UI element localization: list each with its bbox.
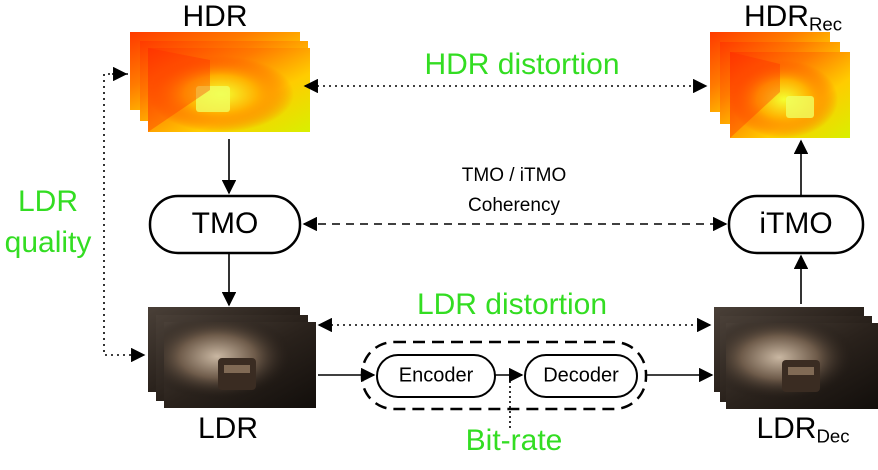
tmo-box	[148, 194, 302, 255]
itmo-label: iTMO	[759, 207, 833, 240]
decoder-box	[524, 354, 638, 398]
itmo-box	[727, 194, 865, 255]
hdr-distortion-label: HDR distortion	[424, 48, 620, 81]
hdr-reconstructed-image-stack	[710, 32, 850, 138]
decoder-label: Decoder	[543, 364, 619, 387]
ldr-input-label: LDR	[197, 412, 259, 445]
hdr-input-label: HDR	[182, 0, 248, 33]
coherency-label-line1: TMO / iTMO	[461, 165, 567, 186]
hdr-input-image-stack	[130, 32, 310, 132]
ldr-decoded-image-stack	[714, 307, 878, 409]
ldr-quality-link	[103, 73, 146, 363]
encoder-label: Encoder	[398, 364, 474, 387]
coherency-label-line2: Coherency	[468, 195, 560, 216]
bitrate-label: Bit-rate	[465, 424, 563, 457]
ldr-quality-label-line1: LDR	[17, 185, 79, 218]
encoder-box	[376, 354, 496, 398]
ldr-decoded-label: LDRDec	[756, 412, 850, 447]
ldr-quality-label-line2: quality	[4, 226, 92, 259]
hdr-reconstructed-label: HDRRec	[743, 0, 843, 35]
tmo-label: TMO	[191, 207, 259, 240]
ldr-input-image-stack	[148, 307, 316, 408]
ldr-distortion-label: LDR distortion	[416, 288, 608, 321]
